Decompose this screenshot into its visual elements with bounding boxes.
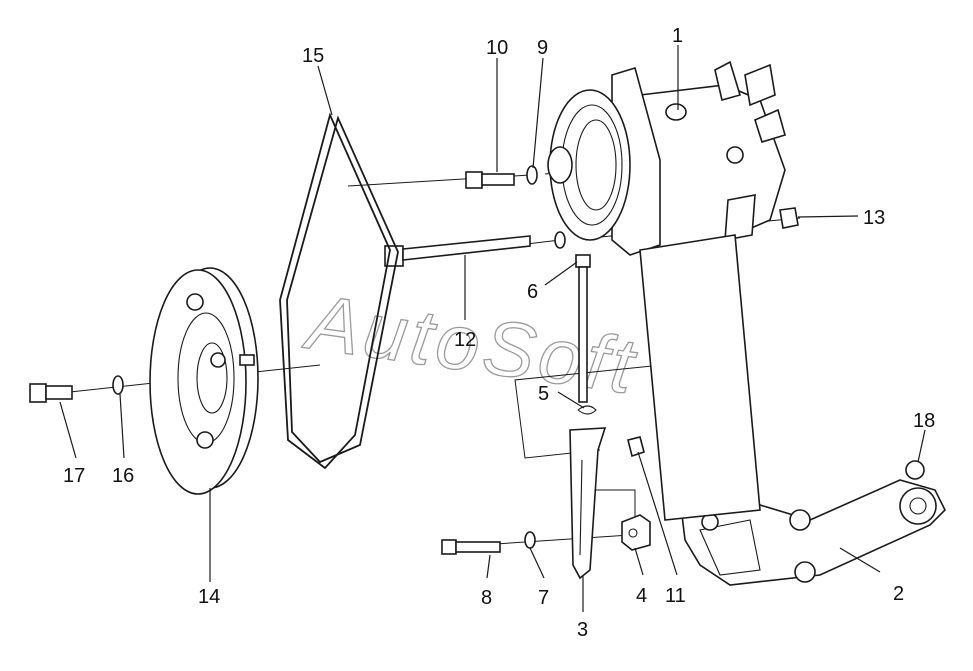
callout-7: 7 (538, 587, 549, 609)
crank-pulley (149, 267, 259, 495)
callout-labels: 1 2 3 4 5 6 7 8 9 10 11 12 13 14 15 16 1… (63, 25, 935, 641)
adjusting-arm (569, 427, 607, 580)
bolt-17 (29, 383, 73, 403)
long-bolt-6 (575, 254, 591, 403)
callout-10: 10 (486, 37, 508, 59)
callout-11: 11 (665, 585, 686, 607)
callout-12: 12 (454, 329, 476, 351)
callout-15: 15 (302, 45, 324, 67)
spring-washer (577, 405, 597, 415)
callout-14: 14 (198, 586, 220, 608)
clamp-block (621, 514, 651, 551)
callout-4: 4 (636, 585, 647, 607)
through-bolt-12 (384, 231, 566, 267)
bolt-10 (465, 171, 515, 189)
washer-7 (524, 531, 536, 549)
callout-16: 16 (112, 465, 134, 487)
callout-13: 13 (863, 207, 885, 229)
callout-2: 2 (893, 583, 904, 605)
washer-16 (112, 375, 124, 395)
callout-8: 8 (481, 587, 492, 609)
nut-11 (627, 436, 645, 458)
compressor (547, 60, 786, 256)
leader-lines (59, 45, 926, 612)
v-belt (279, 112, 399, 470)
nut-13 (779, 207, 799, 229)
washer-9 (526, 165, 538, 185)
callout-3: 3 (577, 619, 588, 641)
bolt-8 (441, 539, 501, 555)
callout-17: 17 (63, 465, 85, 487)
callout-1: 1 (672, 25, 683, 47)
callout-18: 18 (913, 410, 935, 432)
nut-18 (905, 460, 925, 480)
callout-9: 9 (537, 37, 548, 59)
tensioner-bracket (639, 234, 946, 586)
callout-5: 5 (538, 383, 549, 405)
callout-6: 6 (527, 281, 538, 303)
